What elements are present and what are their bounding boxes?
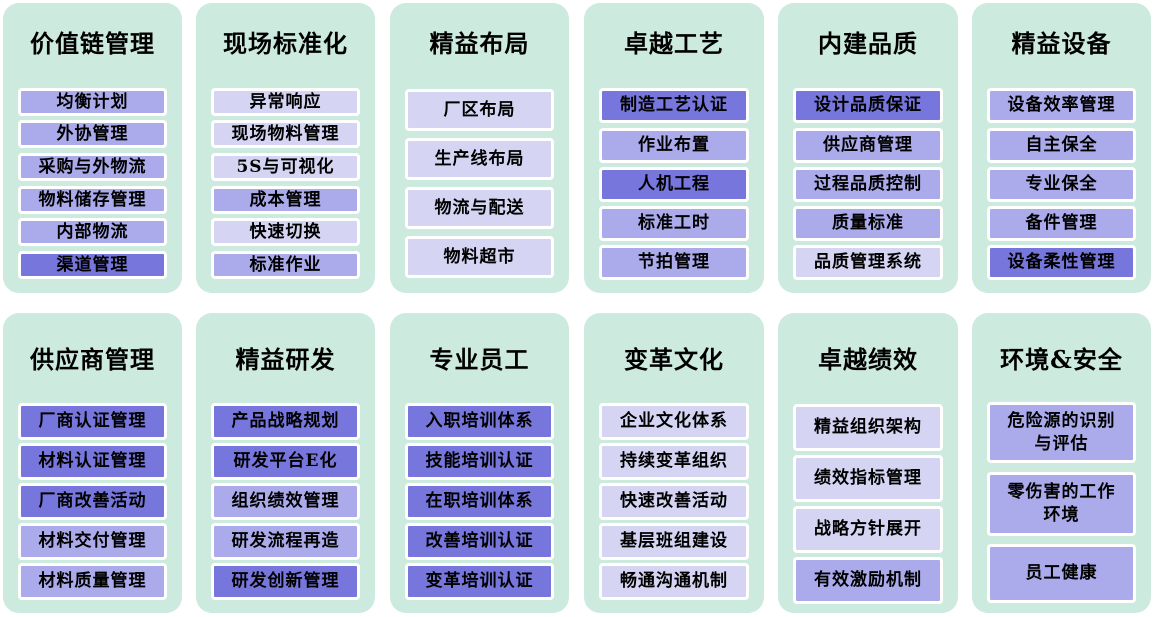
- practice-item: 畅通沟通机制: [599, 563, 749, 600]
- panel-title: 专业员工: [429, 345, 530, 374]
- practice-item: 员工健康: [987, 544, 1136, 603]
- practice-item: 采购与外物流: [18, 153, 167, 181]
- practice-item: 持续变革组织: [599, 443, 749, 480]
- practice-item: 零伤害的工作 环境: [987, 472, 1136, 536]
- practice-item: 快速改善活动: [599, 483, 749, 520]
- practice-item: 组织绩效管理: [211, 483, 360, 520]
- practice-item: 标准作业: [211, 251, 360, 279]
- practice-item: 在职培训体系: [405, 483, 554, 520]
- practice-item: 设备效率管理: [987, 88, 1136, 123]
- practice-item: 自主保全: [987, 128, 1136, 163]
- practice-item: 设备柔性管理: [987, 245, 1136, 280]
- practice-item: 品质管理系统: [793, 245, 943, 280]
- practice-item: 内部物流: [18, 218, 167, 246]
- practice-item: 研发流程再造: [211, 523, 360, 560]
- practice-item: 研发创新管理: [211, 563, 360, 600]
- practice-item: 外协管理: [18, 120, 167, 148]
- category-panel: 精益研发产品战略规划研发平台E化组织绩效管理研发流程再造研发创新管理: [196, 313, 375, 613]
- practice-item: 战略方针展开: [793, 506, 943, 553]
- category-panel: 内建品质设计品质保证供应商管理过程品质控制质量标准品质管理系统: [778, 3, 958, 293]
- practice-item: 渠道管理: [18, 251, 167, 279]
- panel-title: 精益设备: [1011, 29, 1112, 58]
- category-panel: 现场标准化异常响应现场物料管理 5S与可视化成本管理快速切换标准作业: [196, 3, 375, 293]
- category-panel: 精益设备设备效率管理自主保全专业保全备件管理设备柔性管理: [972, 3, 1151, 293]
- panel-title: 变革文化: [624, 345, 724, 374]
- practice-item: 备件管理: [987, 206, 1136, 241]
- category-panel: 卓越工艺制造工艺认证作业布置人机工程标准工时节拍管理: [584, 3, 764, 293]
- practice-item: 物料超市: [405, 236, 554, 278]
- category-panel: 变革文化企业文化体系持续变革组织快速改善活动基层班组建设畅通沟通机制: [584, 313, 764, 613]
- practice-item: 节拍管理: [599, 245, 749, 280]
- practice-item: 有效激励机制: [793, 557, 943, 604]
- practice-item: 改善培训认证: [405, 523, 554, 560]
- practice-item: 材料交付管理: [18, 523, 167, 560]
- practice-item: 作业布置: [599, 128, 749, 163]
- practice-item: 厂商认证管理: [18, 403, 167, 440]
- practice-item: 企业文化体系: [599, 403, 749, 440]
- practice-item: 物料储存管理: [18, 186, 167, 214]
- practice-item: 专业保全: [987, 167, 1136, 202]
- category-panel: 供应商管理厂商认证管理材料认证管理厂商改善活动材料交付管理材料质量管理: [3, 313, 182, 613]
- practice-item: 快速切换: [211, 218, 360, 246]
- practice-item: 均衡计划: [18, 88, 167, 116]
- practice-item: 现场物料管理: [211, 120, 360, 148]
- practice-item: 质量标准: [793, 206, 943, 241]
- panel-title: 供应商管理: [30, 345, 155, 374]
- practice-item: 危险源的识别 与评估: [987, 402, 1136, 463]
- panel-title: 环境&安全: [1000, 345, 1123, 374]
- practice-item: 制造工艺认证: [599, 88, 749, 123]
- practice-item: 供应商管理: [793, 128, 943, 163]
- practice-item: 材料质量管理: [18, 563, 167, 600]
- category-panel: 价值链管理均衡计划外协管理采购与外物流物料储存管理内部物流渠道管理: [3, 3, 182, 293]
- practice-item: 研发平台E化: [211, 443, 360, 480]
- practice-item: 入职培训体系: [405, 403, 554, 440]
- practice-item: 过程品质控制: [793, 167, 943, 202]
- practice-item: 产品战略规划: [211, 403, 360, 440]
- panel-title: 现场标准化: [223, 29, 348, 58]
- practice-item: 异常响应: [211, 88, 360, 116]
- category-panel: 专业员工入职培训体系技能培训认证在职培训体系改善培训认证变革培训认证: [390, 313, 569, 613]
- practice-item: 人机工程: [599, 167, 749, 202]
- category-panel: 精益布局厂区布局生产线布局物流与配送物料超市: [390, 3, 569, 293]
- panel-title: 精益布局: [429, 29, 530, 58]
- practice-item: 生产线布局: [405, 138, 554, 180]
- panel-title: 价值链管理: [30, 29, 155, 58]
- practice-item: 厂商改善活动: [18, 483, 167, 520]
- panel-title: 内建品质: [818, 29, 918, 58]
- practice-item: 精益组织架构: [793, 404, 943, 451]
- category-panel: 环境&安全危险源的识别 与评估零伤害的工作 环境员工健康: [972, 313, 1151, 613]
- practice-item: 变革培训认证: [405, 563, 554, 600]
- practice-item: 材料认证管理: [18, 443, 167, 480]
- practice-item: 基层班组建设: [599, 523, 749, 560]
- category-panel: 卓越绩效精益组织架构绩效指标管理战略方针展开有效激励机制: [778, 313, 958, 613]
- practice-item: 成本管理: [211, 186, 360, 214]
- practice-item: 设计品质保证: [793, 88, 943, 123]
- panel-title: 卓越工艺: [624, 29, 724, 58]
- practice-item: 技能培训认证: [405, 443, 554, 480]
- practice-item: 标准工时: [599, 206, 749, 241]
- practice-item: 5S与可视化: [211, 153, 360, 181]
- practice-item: 厂区布局: [405, 89, 554, 131]
- panel-title: 卓越绩效: [818, 345, 918, 374]
- practice-item: 绩效指标管理: [793, 455, 943, 502]
- practice-item: 物流与配送: [405, 187, 554, 229]
- panel-title: 精益研发: [235, 345, 336, 374]
